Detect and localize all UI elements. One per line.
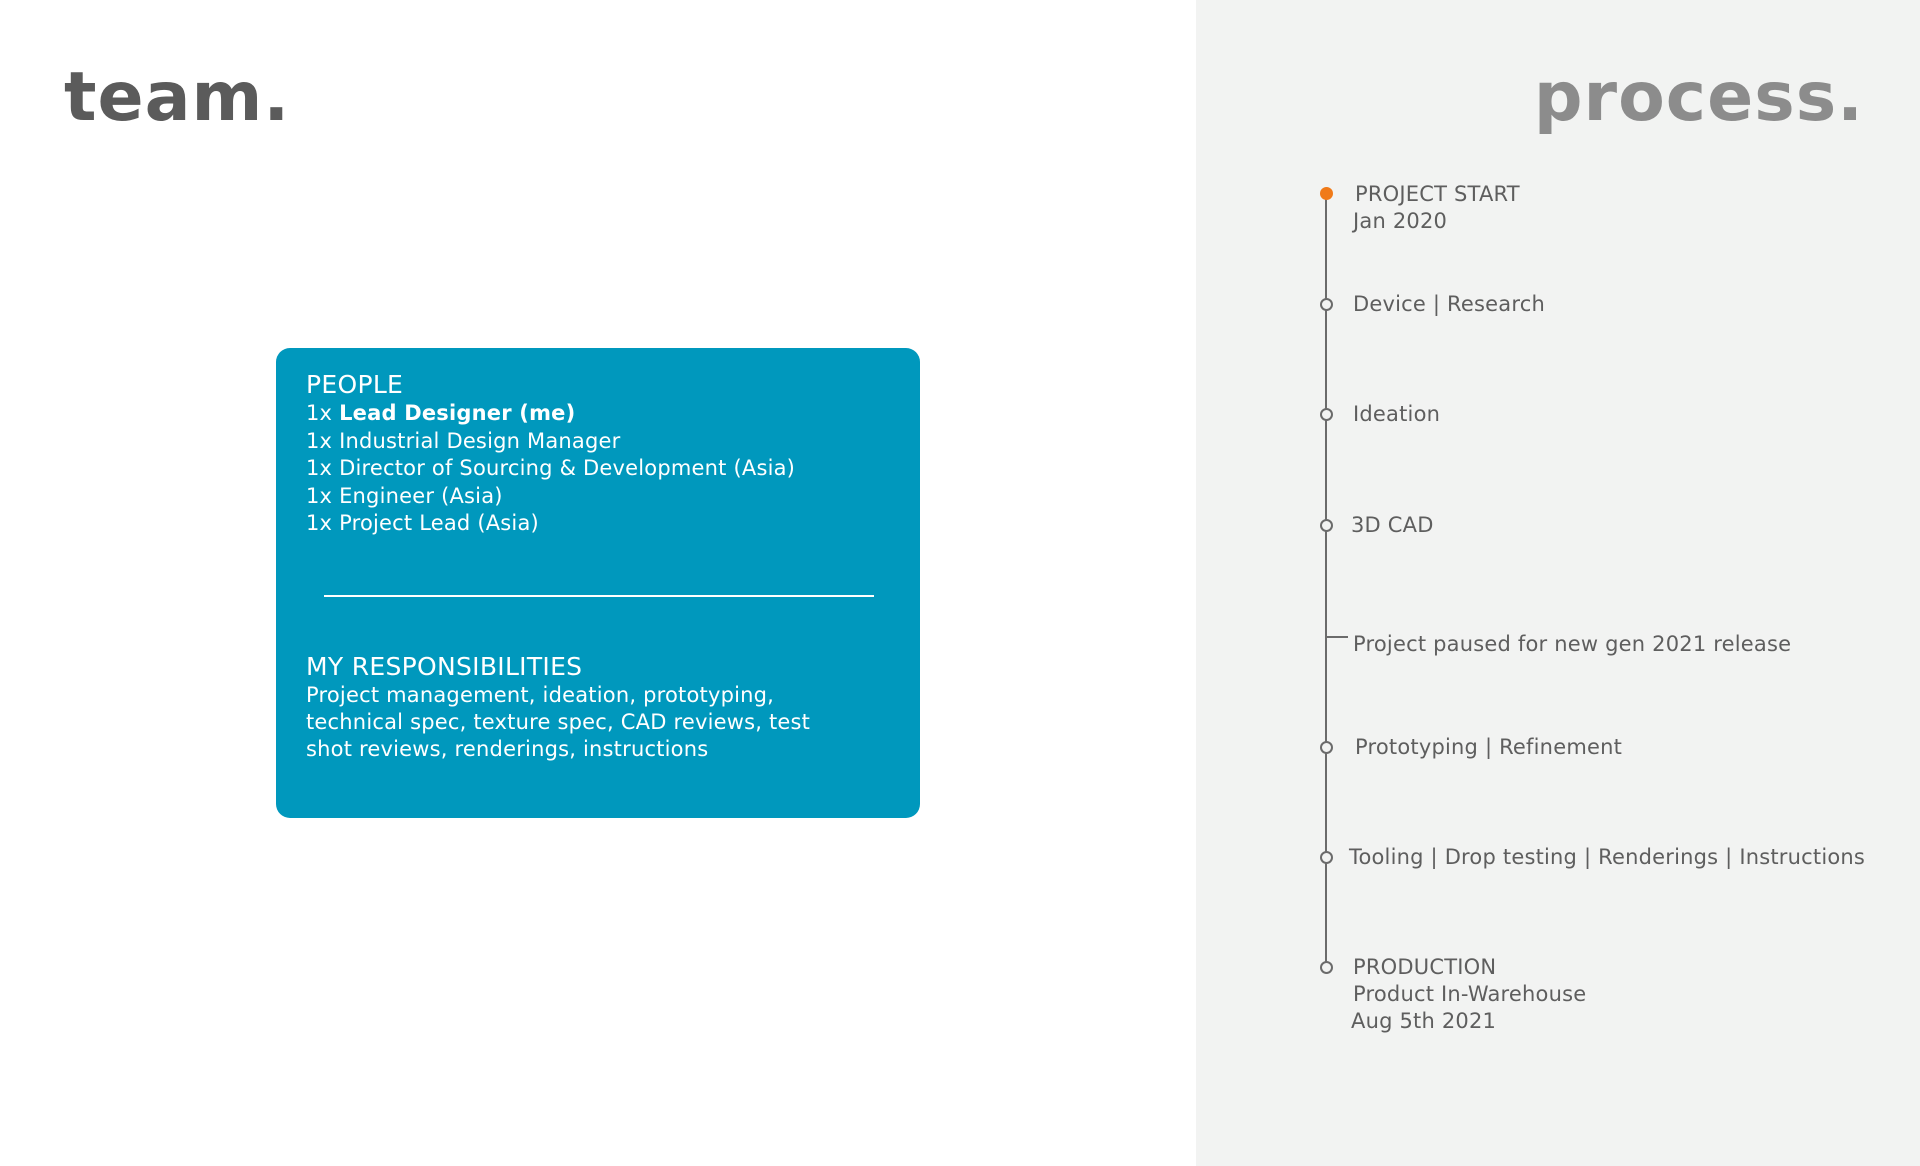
people-list: 1x Lead Designer (me) 1x Industrial Desi… bbox=[306, 400, 890, 538]
timeline-line bbox=[1325, 192, 1327, 968]
process-panel: process. bbox=[1196, 0, 1920, 1166]
responsibilities-block: MY RESPONSIBILITIES Project management, … bbox=[306, 652, 866, 763]
people-item-engineer: 1x Engineer (Asia) bbox=[306, 483, 503, 508]
timeline-step-paused: Project paused for new gen 2021 release bbox=[1353, 632, 1792, 656]
timeline-step-production: PRODUCTION Product In-Warehouse Aug 5th … bbox=[1351, 955, 1587, 1033]
timeline-step-3d-cad: 3D CAD bbox=[1351, 513, 1434, 537]
timeline-step-research: Device | Research bbox=[1353, 292, 1545, 316]
process-heading: process. bbox=[1533, 58, 1864, 137]
timeline-node-ideation bbox=[1320, 408, 1333, 421]
timeline-node-3d-cad bbox=[1320, 519, 1333, 532]
team-heading: team. bbox=[64, 58, 291, 137]
timeline-step-prototyping: Prototyping | Refinement bbox=[1355, 735, 1623, 759]
timeline-step-ideation: Ideation bbox=[1353, 402, 1441, 426]
timeline-node-production bbox=[1320, 961, 1333, 974]
card-divider bbox=[324, 595, 874, 597]
responsibilities-title: MY RESPONSIBILITIES bbox=[306, 652, 583, 681]
people-item-lead-designer: 1x Lead Designer (me) bbox=[306, 401, 576, 425]
people-item-director-sourcing: 1x Director of Sourcing & Development (A… bbox=[306, 456, 796, 480]
timeline-step-project-start: PROJECT START Jan 2020 bbox=[1353, 182, 1520, 233]
team-card: PEOPLE 1x Lead Designer (me) 1x Industri… bbox=[276, 348, 920, 818]
timeline-node-prototyping bbox=[1320, 741, 1333, 754]
timeline-start-marker bbox=[1320, 187, 1333, 200]
timeline-pause-tick bbox=[1326, 636, 1348, 638]
timeline-node-tooling bbox=[1320, 851, 1333, 864]
responsibilities-text: Project management, ideation, prototypin… bbox=[306, 683, 811, 761]
people-item-project-lead: 1x Project Lead (Asia) bbox=[306, 511, 539, 535]
people-item-id-manager: 1x Industrial Design Manager bbox=[306, 428, 621, 453]
timeline-step-tooling: Tooling | Drop testing | Renderings | In… bbox=[1349, 845, 1866, 869]
timeline-node-research bbox=[1320, 298, 1333, 311]
people-title: PEOPLE bbox=[306, 370, 404, 399]
team-panel: team. PEOPLE 1x Lead Designer (me) 1x In… bbox=[64, 58, 920, 818]
